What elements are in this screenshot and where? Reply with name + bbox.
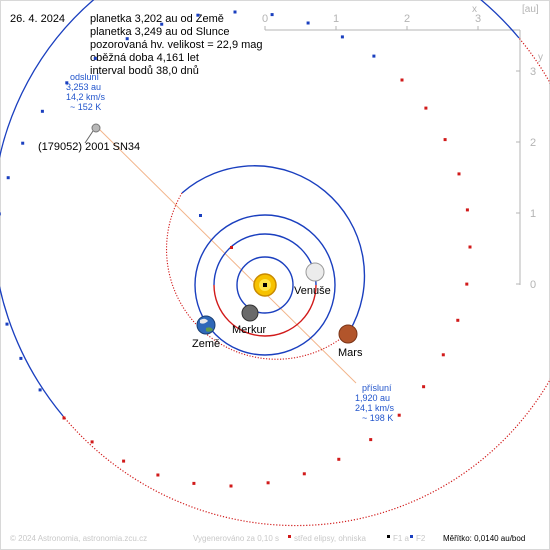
perihelion-speed: 24,1 km/s [355, 403, 395, 413]
orbit-point [441, 353, 445, 357]
earth-icon [196, 315, 216, 335]
right-axis: 3 2 1 0 y [516, 30, 543, 291]
aphelion-speed: 14,2 km/s [66, 92, 106, 102]
orbit-point [0, 212, 1, 216]
orbit-point [93, 56, 97, 60]
orbit-point [192, 481, 196, 485]
earth-orbit [194, 214, 336, 356]
venus-orbit-upper [213, 233, 317, 286]
venus-orbit-lower [213, 284, 317, 337]
right-tick-label: 0 [530, 279, 536, 291]
right-tick-label: 2 [530, 137, 536, 149]
orbit-point [465, 282, 469, 286]
mars-orbit-upper [181, 165, 366, 333]
asteroid-orbit-upper [0, 0, 520, 417]
aphelion-distance: 3,253 au [66, 82, 101, 92]
mars-label: Mars [338, 347, 363, 359]
orbit-point [302, 472, 306, 476]
right-tick-label: 1 [530, 208, 536, 220]
orbit-point [422, 385, 426, 389]
orbit-point [372, 54, 376, 58]
info-period: oběžná doba 4,161 let [90, 52, 199, 64]
aphelion-title: odsluní [70, 72, 100, 82]
footer-generated: Vygenerováno za 0,10 s [193, 534, 279, 543]
top-axis: 0 1 2 3 x [au] [262, 4, 539, 31]
orbit-point [468, 245, 472, 249]
orbit-point [19, 356, 23, 360]
top-tick-label: 1 [333, 13, 339, 25]
mercury-orbit [236, 256, 294, 314]
asteroid-name-label: (179052) 2001 SN34 [38, 141, 140, 153]
orbit-point [270, 13, 274, 17]
orbit-point [6, 176, 10, 180]
info-magnitude: pozorovaná hv. velikost = 22,9 mag [90, 39, 263, 51]
orbit-point [306, 21, 310, 25]
mercury-label: Merkur [232, 324, 267, 336]
orbit-point [229, 484, 233, 488]
orbit-point [233, 10, 237, 14]
asteroid-marker [91, 123, 101, 133]
venus-icon [305, 262, 325, 282]
orbit-point [340, 35, 344, 39]
asteroid-pointer [84, 130, 94, 144]
orbit-point [38, 388, 42, 392]
info-distance-sun: planetka 3,249 au od Slunce [90, 26, 229, 38]
ellipse-center-marker [230, 246, 233, 249]
apsides-line [96, 126, 357, 384]
orbit-point [65, 81, 69, 85]
orbit-point [443, 138, 447, 142]
top-tick-label: 0 [262, 13, 268, 25]
legend-f1-swatch [387, 535, 390, 538]
orbit-point [125, 37, 129, 41]
info-distance-earth: planetka 3,202 au od Země [90, 13, 224, 25]
orbit-point [465, 208, 469, 212]
orbit-point [369, 438, 373, 442]
orbit-point [62, 416, 66, 420]
unit-label: [au] [522, 4, 539, 15]
orbit-point [424, 106, 428, 110]
info-interval: interval bodů 38,0 dnů [90, 65, 199, 77]
orbit-point [456, 318, 460, 322]
orbit-point [5, 322, 9, 326]
asteroid-orbit-lower [62, 37, 550, 527]
date-label: 26. 4. 2024 [10, 13, 65, 25]
orbit-point [160, 22, 164, 26]
mercury-icon [241, 304, 259, 322]
orbit-point [122, 459, 126, 463]
venus-label: Venuše [294, 285, 331, 297]
legend-f2-label: F2 [416, 534, 426, 543]
orbit-point [266, 481, 270, 485]
orbit-point [156, 473, 160, 477]
perihelion-temp: ~ 198 K [362, 413, 393, 423]
focus-f2-marker [199, 214, 202, 217]
orbit-point [337, 457, 341, 461]
orbit-point [90, 440, 94, 444]
orbit-point [457, 172, 461, 176]
x-axis-letter: x [472, 4, 477, 15]
orbit-point [400, 78, 404, 82]
right-tick-label: 3 [530, 66, 536, 78]
y-axis-letter: y [538, 52, 543, 63]
sun-icon [253, 273, 277, 297]
earth-label: Země [192, 338, 220, 350]
scale-label: Měřítko: 0,0140 au/bod [443, 534, 525, 543]
legend-center-label: střed elipsy, ohniska [294, 534, 366, 543]
top-tick-label: 3 [475, 13, 481, 25]
legend-f1-label: F1 a [393, 534, 410, 543]
orbit-points [0, 10, 472, 488]
mars-icon [338, 324, 358, 344]
legend-center-swatch [288, 535, 291, 538]
orbit-point [21, 141, 25, 145]
perihelion-title: přísluní [362, 383, 392, 393]
perihelion-distance: 1,920 au [355, 393, 390, 403]
orbit-point [196, 13, 200, 17]
footer-copyright: © 2024 Astronomia, astronomia.zcu.cz [10, 534, 147, 543]
legend-f2-swatch [410, 535, 413, 538]
orbit-point [397, 413, 401, 417]
aphelion-temp: ~ 152 K [70, 102, 101, 112]
orbit-point [40, 109, 44, 113]
top-tick-label: 2 [404, 13, 410, 25]
